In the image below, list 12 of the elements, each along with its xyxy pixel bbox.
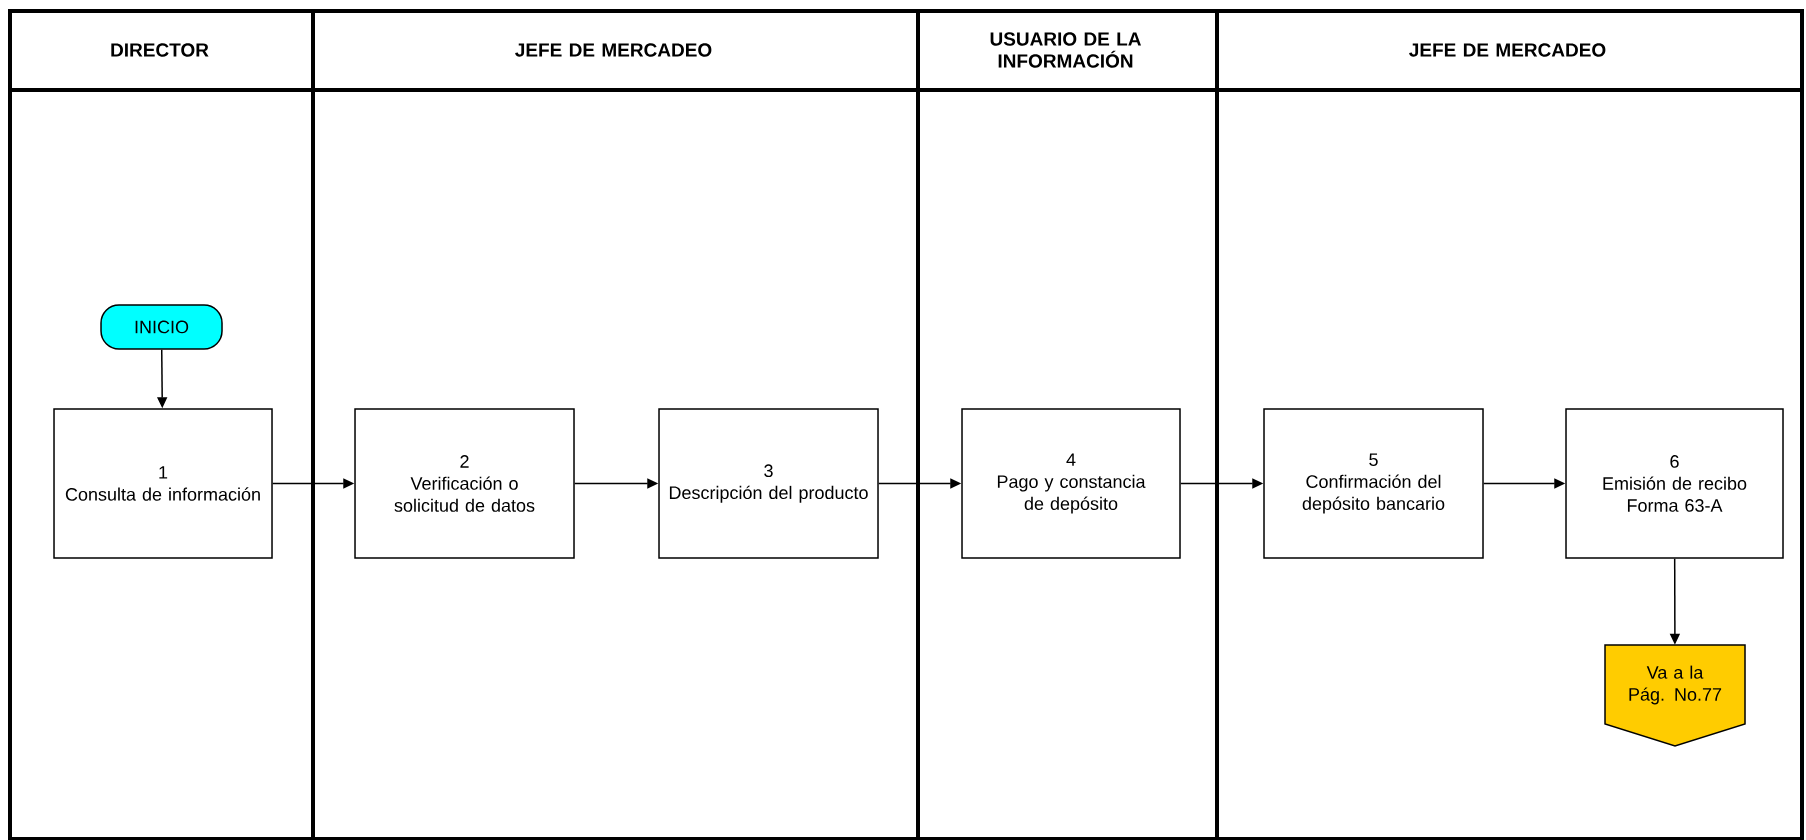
lane-header: JEFE DE MERCADEO	[1409, 43, 1606, 57]
process-box: 3 Descripción del producto	[658, 408, 879, 559]
lane-header: JEFE DE MERCADEO	[515, 43, 712, 57]
off-page-connector: Va a la Pág. No.77	[1604, 644, 1746, 747]
process-box: 5 Confirmación del depósito bancario	[1263, 408, 1484, 559]
process-box: 2 Verificación o solicitud de datos	[354, 408, 575, 559]
process-box: 6 Emisión de recibo Forma 63-A	[1565, 408, 1784, 559]
start-terminal: INICIO	[100, 304, 223, 350]
process-box: 1 Consulta de información	[53, 408, 273, 559]
lane-header: USUARIO DE LA INFORMACIÓN	[990, 32, 1141, 68]
process-box: 4 Pago y constancia de depósito	[961, 408, 1181, 559]
lane-header: DIRECTOR	[111, 43, 209, 57]
